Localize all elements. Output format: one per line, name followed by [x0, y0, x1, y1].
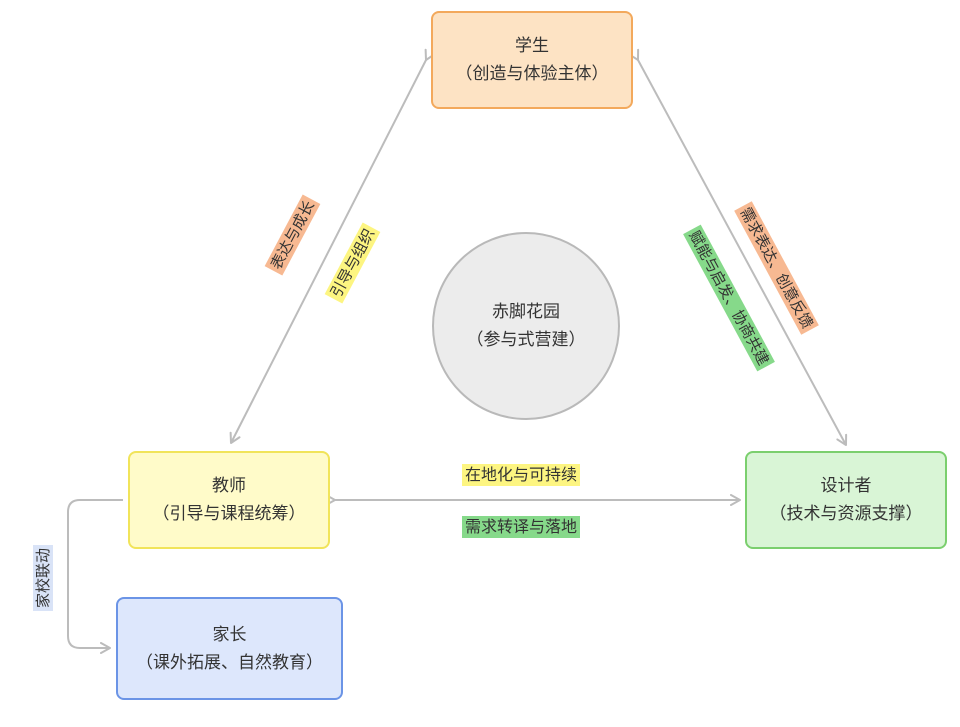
node-center-hub: 赤脚花园 （参与式营建）	[432, 232, 620, 420]
node-teacher: 教师 （引导与课程统筹）	[128, 451, 330, 549]
node-center-title: 赤脚花园	[492, 302, 560, 322]
node-parent: 家长 （课外拓展、自然教育）	[116, 597, 343, 700]
node-parent-title: 家长	[212, 624, 247, 645]
edge-teacher-parent	[67, 499, 123, 654]
node-teacher-title: 教师	[212, 476, 246, 496]
edge-label-home-school: 家校联动	[33, 544, 54, 612]
node-student-subtitle: （创造与体验主体）	[455, 64, 609, 84]
node-student: 学生 （创造与体验主体）	[431, 11, 633, 109]
node-center-subtitle: （参与式营建）	[466, 330, 586, 350]
edge-student-designer	[628, 48, 848, 446]
node-teacher-subtitle: （引导与课程统筹）	[152, 504, 306, 524]
edge-label-translate-implement: 需求转译与落地	[462, 516, 581, 538]
node-designer-subtitle: （技术与资源支撑）	[769, 504, 923, 524]
edge-label-local-sustainable: 在地化与可持续	[462, 464, 581, 486]
edge-student-teacher	[229, 48, 436, 444]
node-designer-title: 设计者	[820, 476, 872, 496]
node-designer: 设计者 （技术与资源支撑）	[745, 451, 947, 549]
node-parent-subtitle: （课外拓展、自然教育）	[136, 652, 323, 673]
node-student-title: 学生	[515, 36, 549, 56]
